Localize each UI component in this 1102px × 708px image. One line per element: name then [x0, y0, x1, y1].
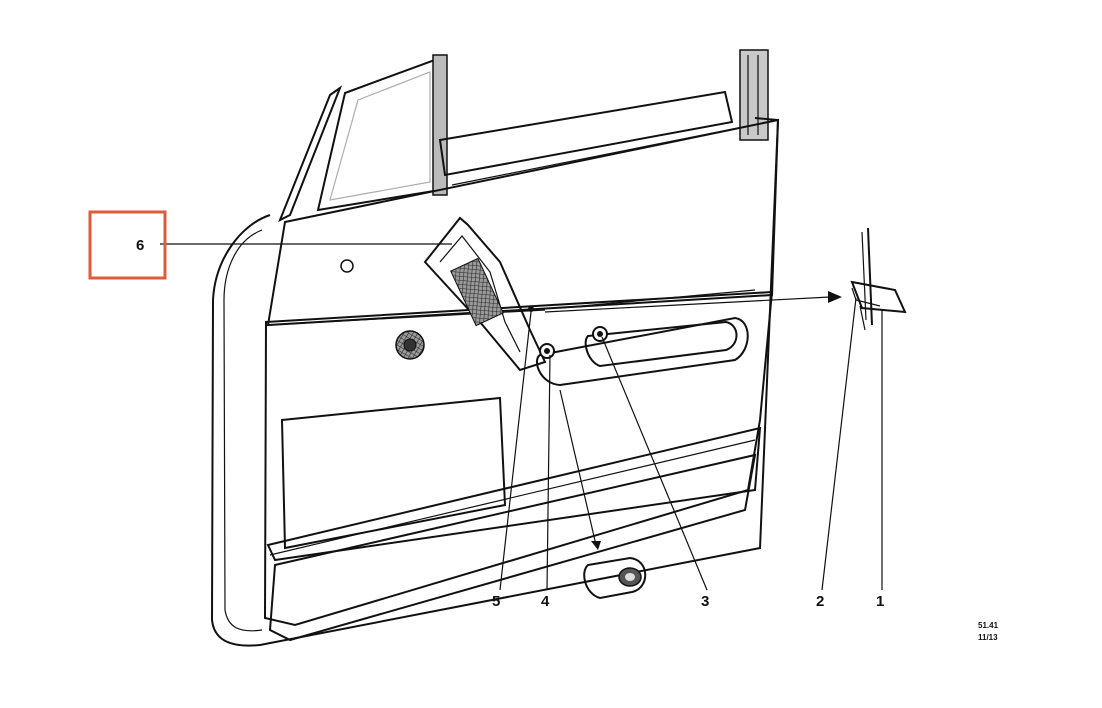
callout-5: 5 — [492, 593, 500, 610]
door-shell — [210, 117, 780, 647]
armrest — [535, 316, 749, 387]
callout-6-highlight — [88, 210, 167, 280]
door-pull-handle — [423, 216, 547, 372]
window-frame — [278, 49, 769, 223]
assembly-arrow-latch — [544, 296, 831, 313]
callout-3: 3 — [701, 593, 709, 610]
leader-line-4 — [546, 354, 551, 591]
callout-6: 6 — [136, 237, 144, 254]
leader-line-2 — [821, 297, 857, 591]
callout-4: 4 — [541, 593, 550, 610]
leader-line-5 — [499, 311, 532, 591]
diagram-code-line2: 11/13 — [978, 633, 998, 642]
upper-trim-panel — [266, 118, 780, 327]
latch-bracket — [850, 227, 907, 331]
map-pocket — [266, 396, 762, 642]
diagram-code-line1: 51.41 — [978, 621, 999, 630]
trim-screw — [528, 306, 534, 312]
cover-cap-part — [583, 556, 647, 600]
callout-2: 2 — [816, 593, 824, 610]
trim-clip-hole — [340, 259, 354, 273]
leader-line-3 — [601, 336, 708, 591]
assembly-leader-cap — [559, 389, 597, 546]
callout-1: 1 — [876, 593, 884, 610]
